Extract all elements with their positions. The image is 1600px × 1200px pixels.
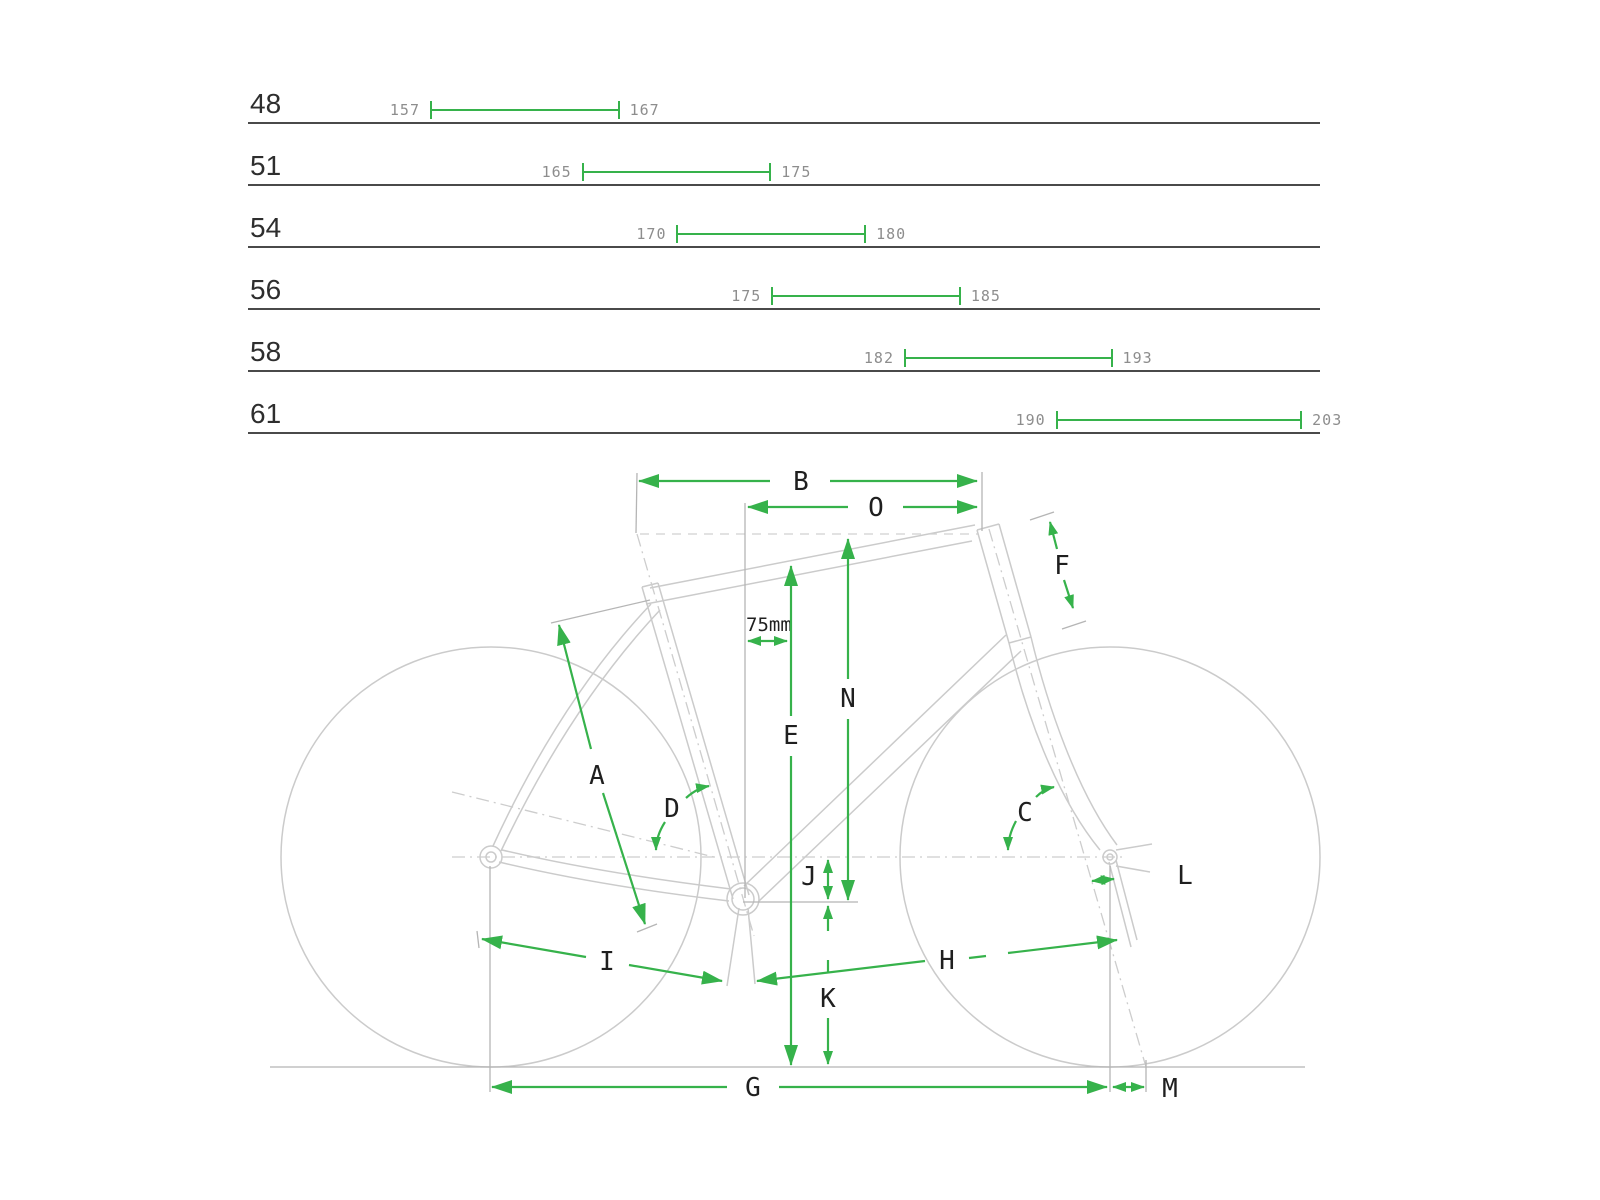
dim-label-n: N xyxy=(840,684,856,714)
dim-label-d: D xyxy=(664,794,680,824)
size-label: 58 xyxy=(250,336,282,367)
frame-silhouette xyxy=(479,523,1153,987)
size-row: 54 170 180 xyxy=(248,184,1320,248)
dimension-annotations: B O F 75mm E N A D xyxy=(481,467,1193,1104)
height-range-bar xyxy=(430,101,620,119)
height-range-bar xyxy=(1055,411,1303,429)
height-max: 180 xyxy=(876,225,907,243)
tick-seat-tube-bottom xyxy=(636,923,658,933)
size-row: 51 165 175 xyxy=(248,122,1320,186)
size-row: 56 175 185 xyxy=(248,246,1320,310)
height-min: 175 xyxy=(731,287,762,305)
height-max: 167 xyxy=(629,101,660,119)
wheels-and-ground xyxy=(270,646,1321,1068)
ext-line-b-left xyxy=(635,472,638,534)
dim-label-a: A xyxy=(589,761,605,791)
height-range-bar xyxy=(676,225,867,243)
tick-head-tube-top xyxy=(1029,511,1055,521)
height-min: 182 xyxy=(863,349,894,367)
tick-head-tube-bottom xyxy=(1061,620,1087,630)
size-label: 48 xyxy=(250,88,282,119)
reference-lines xyxy=(451,472,1147,1092)
height-range-bar xyxy=(771,287,961,305)
dim-label-f: F xyxy=(1054,551,1070,581)
standover-offset-label: 75mm xyxy=(746,614,792,636)
dim-label-b: B xyxy=(793,467,809,497)
dim-label-c: C xyxy=(1017,798,1033,828)
height-max: 185 xyxy=(970,287,1001,305)
dim-label-g: G xyxy=(745,1073,761,1103)
tick-seat-cluster xyxy=(550,599,651,624)
height-min: 190 xyxy=(1015,411,1046,429)
dim-label-o: O xyxy=(868,493,884,523)
dim-label-m: M xyxy=(1162,1074,1178,1104)
tick-chainstay-left xyxy=(476,930,480,949)
dim-label-j: J xyxy=(801,862,817,892)
size-label: 56 xyxy=(250,274,282,305)
height-range-bar xyxy=(904,349,1113,367)
size-label: 51 xyxy=(250,150,282,181)
dim-label-k: K xyxy=(820,984,836,1014)
size-label: 61 xyxy=(250,398,282,429)
height-range-bar xyxy=(581,163,772,181)
head-tube-axis xyxy=(988,528,1147,1068)
height-max: 175 xyxy=(781,163,812,181)
size-row: 61 190 203 xyxy=(248,370,1341,434)
height-max: 193 xyxy=(1122,349,1153,367)
seat-angle-reference-line xyxy=(451,791,715,858)
dim-label-e: E xyxy=(783,721,799,751)
size-row: 58 182 193 xyxy=(248,308,1320,372)
size-label: 54 xyxy=(250,212,282,243)
height-min: 157 xyxy=(389,101,420,119)
dim-label-h: H xyxy=(939,946,955,976)
seat-tube-axis xyxy=(636,533,755,937)
size-row: 48 157 167 xyxy=(248,60,1320,124)
height-max: 203 xyxy=(1312,411,1343,429)
dim-label-l: L xyxy=(1177,861,1193,891)
height-min: 170 xyxy=(636,225,667,243)
dim-label-i: I xyxy=(599,947,615,977)
height-min: 165 xyxy=(541,163,572,181)
